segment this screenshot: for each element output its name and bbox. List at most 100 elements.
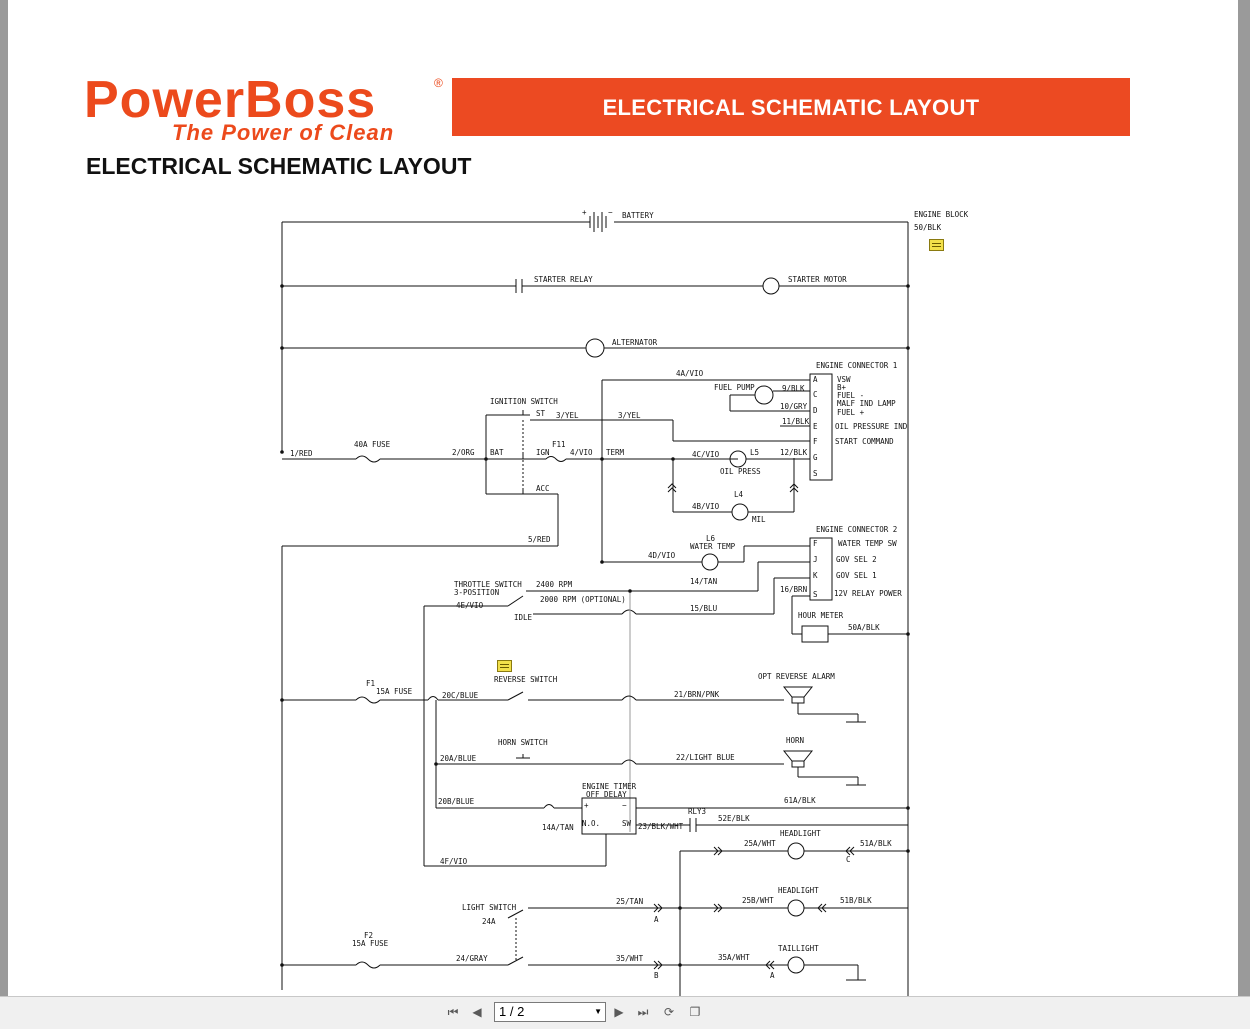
ec1-pin: D bbox=[813, 406, 818, 415]
label-term: TERM bbox=[606, 448, 625, 457]
label-wire: 61A/BLK bbox=[784, 796, 816, 805]
document-page: PowerBoss ® The Power of Clean ELECTRICA… bbox=[8, 0, 1238, 996]
label-bat: BAT bbox=[490, 448, 504, 457]
label-idle: IDLE bbox=[514, 613, 533, 622]
next-page-icon[interactable]: ▶ bbox=[614, 1005, 624, 1019]
label-wire: 50/BLK bbox=[914, 223, 942, 232]
ec2-pin: J bbox=[813, 555, 818, 564]
ec1-label: MALF IND LAMP bbox=[837, 399, 896, 408]
label-wire: 4A/VIO bbox=[676, 369, 704, 378]
label-wire: 52E/BLK bbox=[718, 814, 750, 823]
label-wire: 3/YEL bbox=[556, 411, 579, 420]
ec1-label: FUEL + bbox=[837, 408, 865, 417]
ec1-pin: G bbox=[813, 453, 818, 462]
page-indicator: 1 / 2 bbox=[499, 1004, 525, 1019]
label-wire: 9/BLK bbox=[782, 384, 805, 393]
timer-minus: − bbox=[622, 801, 627, 810]
ec1-label: B+ bbox=[837, 383, 847, 392]
comment-note-icon[interactable] bbox=[497, 660, 512, 672]
label-starter-motor: STARTER MOTOR bbox=[788, 275, 847, 284]
battery-plus: + bbox=[582, 208, 587, 217]
label-alternator: ALTERNATOR bbox=[612, 338, 658, 347]
label-wire: 35A/WHT bbox=[718, 953, 750, 962]
label-ignition-switch: IGNITION SWITCH bbox=[490, 397, 558, 406]
label-fuel-pump: FUEL PUMP bbox=[714, 383, 755, 392]
label-mil: MIL bbox=[752, 515, 766, 524]
label-opt-reverse-alarm: OPT REVERSE ALARM bbox=[758, 672, 835, 681]
last-page-icon[interactable]: ⏭ bbox=[637, 1005, 649, 1019]
label-taillight: TAILLIGHT bbox=[778, 944, 819, 953]
label-wire: 23/BLK/WHT bbox=[638, 822, 684, 831]
label-no: N.O. bbox=[582, 819, 600, 828]
label-wire: 20B/BLUE bbox=[438, 797, 475, 806]
comment-note-icon[interactable] bbox=[929, 239, 944, 251]
label-l4: L4 bbox=[734, 490, 744, 499]
label-wire: 4D/VIO bbox=[648, 551, 676, 560]
ec2-pin: F bbox=[813, 539, 818, 548]
ec2-pin: K bbox=[813, 571, 818, 580]
label-3-position: 3-POSITION bbox=[454, 588, 499, 597]
timer-plus: + bbox=[584, 801, 589, 810]
battery-minus: − bbox=[608, 208, 613, 217]
label-acc: ACC bbox=[536, 484, 550, 493]
ec1-pin: S bbox=[813, 469, 818, 478]
prev-page-icon[interactable]: ◀ bbox=[472, 1005, 482, 1019]
label-wire: 25/TAN bbox=[616, 897, 643, 906]
logo-wordmark: PowerBoss bbox=[84, 71, 377, 129]
ec1-pin: E bbox=[813, 422, 818, 431]
label-headlight: HEADLIGHT bbox=[780, 829, 821, 838]
ec1-pin: A bbox=[813, 375, 818, 384]
logo-tagline: The Power of Clean bbox=[172, 120, 395, 145]
label-wire: 10/GRY bbox=[780, 402, 808, 411]
ec1-label: START COMMAND bbox=[835, 437, 894, 446]
label-wire: 5/RED bbox=[528, 535, 551, 544]
label-f11: F11 bbox=[552, 440, 566, 449]
label-horn: HORN bbox=[786, 736, 804, 745]
label-wire: 4F/VIO bbox=[440, 857, 468, 866]
label-wire: 3/YEL bbox=[618, 411, 641, 420]
label-wire: 15/BLU bbox=[690, 604, 717, 613]
label-wire: 12/BLK bbox=[780, 448, 808, 457]
label-st: ST bbox=[536, 409, 546, 418]
chevron-down-icon: ▼ bbox=[594, 1007, 602, 1016]
label-2400-rpm: 2400 RPM bbox=[536, 580, 573, 589]
label-wire: 4/VIO bbox=[570, 448, 593, 457]
electrical-schematic: + − BATTERY ENGINE BLOCK 50/BLK STARTER … bbox=[280, 208, 969, 996]
label-throttle-switch: THROTTLE SWITCH bbox=[454, 580, 522, 589]
label-headlight: HEADLIGHT bbox=[778, 886, 819, 895]
label-wire: 4C/VIO bbox=[692, 450, 720, 459]
page-heading: ELECTRICAL SCHEMATIC LAYOUT bbox=[86, 153, 472, 179]
label-hour-meter: HOUR METER bbox=[798, 611, 844, 620]
label-oil-press: OIL PRESS bbox=[720, 467, 761, 476]
page-number-select[interactable]: 1 / 2 ▼ bbox=[494, 1002, 606, 1022]
label-engine-timer: ENGINE TIMER bbox=[582, 782, 637, 791]
label-wire: 20C/BLUE bbox=[442, 691, 479, 700]
ec1-pin: C bbox=[813, 390, 818, 399]
label-battery: BATTERY bbox=[622, 211, 654, 220]
label-engine-block: ENGINE BLOCK bbox=[914, 210, 969, 219]
label-connector-a: A bbox=[770, 971, 775, 980]
label-wire: 50A/BLK bbox=[848, 623, 880, 632]
label-wire: 24A bbox=[482, 917, 496, 926]
ec2-label: 12V RELAY POWER bbox=[834, 589, 902, 598]
label-wire: 24/GRAY bbox=[456, 954, 488, 963]
label-connector-c: C bbox=[846, 855, 851, 864]
ec2-label: GOV SEL 2 bbox=[836, 555, 877, 564]
first-page-icon[interactable]: ⏮ bbox=[447, 1005, 459, 1019]
ec1-label: VSW bbox=[837, 375, 851, 384]
label-2000-rpm: 2000 RPM (OPTIONAL) bbox=[540, 595, 626, 604]
ec2-pin: S bbox=[813, 590, 818, 599]
label-wire: 25A/WHT bbox=[744, 839, 776, 848]
label-wire: 1/RED bbox=[290, 449, 313, 458]
label-engine-connector-2: ENGINE CONNECTOR 2 bbox=[816, 525, 897, 534]
label-connector-a: A bbox=[654, 915, 659, 924]
label-wire: 16/BRN bbox=[780, 585, 807, 594]
title-banner: ELECTRICAL SCHEMATIC LAYOUT bbox=[452, 78, 1130, 136]
label-rly3: RLY3 bbox=[688, 807, 706, 816]
label-wire: 20A/BLUE bbox=[440, 754, 477, 763]
thumbnail-icon[interactable]: ❐ bbox=[689, 1005, 701, 1019]
rotate-icon[interactable]: ⟳ bbox=[663, 1005, 675, 1019]
label-wire: 14/TAN bbox=[690, 577, 717, 586]
label-f1: F1 bbox=[366, 679, 375, 688]
label-engine-connector-1: ENGINE CONNECTOR 1 bbox=[816, 361, 897, 370]
